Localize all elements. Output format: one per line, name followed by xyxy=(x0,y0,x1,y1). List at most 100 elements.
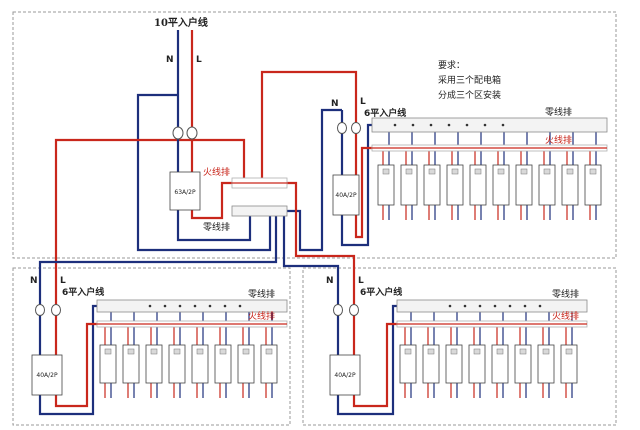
requirements-line-1: 采用三个配电箱 xyxy=(438,74,501,86)
box-2-neutral-bar-dot xyxy=(208,304,212,308)
box-2-live-terminal xyxy=(51,304,61,316)
box-1-branch-breaker xyxy=(377,164,395,206)
box-2-branch-breaker-handle xyxy=(265,348,273,355)
box-1-main-breaker xyxy=(332,174,360,216)
box-1-neutral-bar-dot xyxy=(411,123,415,127)
box-1-branch-breaker-handle xyxy=(474,168,482,175)
box-1-branch-breaker xyxy=(584,164,602,206)
box-2-branch-breaker-handle xyxy=(219,348,227,355)
box-3-neutral-bus-wire xyxy=(336,304,397,416)
main-neutral-terminal xyxy=(172,126,184,140)
box-1-neutral-bar-dot xyxy=(393,123,397,127)
box-1-branch-breaker xyxy=(492,164,510,206)
box-3-live-terminal xyxy=(349,304,359,316)
box-2-feed-label: 6平入户线 xyxy=(62,286,104,298)
box-3-branch-breaker-handle xyxy=(450,348,458,355)
box-2-neutral-bar-dot xyxy=(193,304,197,308)
box-3-feed-label: 6平入户线 xyxy=(360,286,402,298)
box-1-branch-breaker xyxy=(446,164,464,206)
box-1-branch-breaker-handle xyxy=(497,168,505,175)
box-2-branch-breaker xyxy=(237,344,255,384)
box-1-branch-breaker xyxy=(469,164,487,206)
box-2-neutral-bar-dot xyxy=(163,304,167,308)
feed-wire-neutral-box-1 xyxy=(38,216,278,286)
box-1-branch-breaker-handle xyxy=(428,168,436,175)
box-3-branch-breaker-handle xyxy=(542,348,550,355)
box-3-branch-breaker-handle xyxy=(473,348,481,355)
feed-wire-live-box-1 xyxy=(54,138,246,286)
box-1-branch-breaker-handle xyxy=(520,168,528,175)
box-3-neutral-bar xyxy=(396,299,588,313)
box-3-main-breaker xyxy=(329,354,361,396)
box-2-branch-breaker-handle xyxy=(150,348,158,355)
box-3-neutral-terminal xyxy=(333,304,343,316)
box-2-branch-breaker xyxy=(191,344,209,384)
box-2-branch-breaker xyxy=(145,344,163,384)
main-neutral-bar-label: 零线排 xyxy=(203,221,230,233)
box-1-n-label: N xyxy=(331,99,339,109)
box-1-neutral-bar-dot xyxy=(447,123,451,127)
box-3-live-bus-wire xyxy=(352,322,397,408)
box-1-branch-breaker-handle xyxy=(589,168,597,175)
box-3-neutral-bar-dot xyxy=(538,304,542,308)
labels: 10平入户线 N L 63A/2P 火线排 零线排 要求： 采用三个配电箱 分成… xyxy=(30,16,579,379)
box-3-neutral-bar-dot xyxy=(463,304,467,308)
main-feed-label: 10平入户线 xyxy=(154,16,208,29)
box-3-branch-breaker-handle xyxy=(404,348,412,355)
zone-border-bottom-left xyxy=(12,267,291,426)
box-3-branch-breaker-handle xyxy=(496,348,504,355)
box-1-branch-breaker xyxy=(400,164,418,206)
zone-borders xyxy=(12,11,617,426)
main-l-label: L xyxy=(196,55,202,65)
main-breaker-neutral-out xyxy=(176,210,252,242)
box-2-branch-breaker xyxy=(260,344,278,384)
box-1-neutral-bar-dot xyxy=(465,123,469,127)
box-2-neutral-bar-dot xyxy=(148,304,152,308)
box-1-branch-breaker-handle xyxy=(566,168,574,175)
box-2-neutral-bar-dot xyxy=(178,304,182,308)
box-1-neutral-bar xyxy=(371,117,608,133)
box-3-neutral-bar-dot xyxy=(508,304,512,308)
box-3-branch-breaker xyxy=(560,344,578,384)
box-2-branch-breaker-handle xyxy=(196,348,204,355)
box-3-branch-breaker xyxy=(468,344,486,384)
main-neutral-bar xyxy=(231,205,288,217)
box-1-neutral-bar-dot xyxy=(429,123,433,127)
feed-wire-neutral-box-2 xyxy=(282,216,340,286)
box-1-branch-breaker xyxy=(423,164,441,206)
box-3-live-bar-label: 火线排 xyxy=(552,310,579,322)
box-1-neutral-bar-dot xyxy=(483,123,487,127)
box-2-breaker-rating: 40A/2P xyxy=(36,372,58,379)
box-1-branch-breaker-handle xyxy=(451,168,459,175)
box-3-breaker-rating: 40A/2P xyxy=(334,372,356,379)
box-3-branch-breaker-handle xyxy=(427,348,435,355)
box-3-neutral-bar-dot xyxy=(523,304,527,308)
distribution-boxes xyxy=(31,110,608,416)
box-1-l-label: L xyxy=(360,97,366,107)
box-3-n-label: N xyxy=(326,276,334,286)
box-2-live-bar-label: 火线排 xyxy=(248,310,275,322)
requirements-heading: 要求： xyxy=(438,59,465,71)
box-3-branch-breaker xyxy=(422,344,440,384)
box-2-branch-breaker-handle xyxy=(104,348,112,355)
box-1-branch-breaker-handle xyxy=(405,168,413,175)
box-2-branch-breaker xyxy=(214,344,232,384)
box-2-neutral-bar-dot xyxy=(223,304,227,308)
box-1-neutral-bar-dot xyxy=(501,123,505,127)
feed-wire-neutral-box-0 xyxy=(287,108,342,252)
requirements-line-2: 分成三个区安装 xyxy=(438,89,501,101)
box-3-branch-breaker-handle xyxy=(565,348,573,355)
box-1-branch-breaker xyxy=(515,164,533,206)
box-1-neutral-bar-label: 零线排 xyxy=(545,106,572,118)
box-3-branch-breaker xyxy=(491,344,509,384)
box-1-live-bar-label: 火线排 xyxy=(545,134,572,146)
box-2-n-label: N xyxy=(30,276,38,286)
box-2-neutral-bar-dot xyxy=(238,304,242,308)
box-1-neutral-bus-wire xyxy=(340,123,372,247)
box-2-l-label: L xyxy=(60,276,66,286)
zone-border-bottom-right xyxy=(302,267,617,426)
box-2-neutral-terminal xyxy=(35,304,45,316)
box-1-branch-breaker xyxy=(538,164,556,206)
box-1-branch-breaker xyxy=(561,164,579,206)
box-3-neutral-bar-label: 零线排 xyxy=(552,288,579,300)
